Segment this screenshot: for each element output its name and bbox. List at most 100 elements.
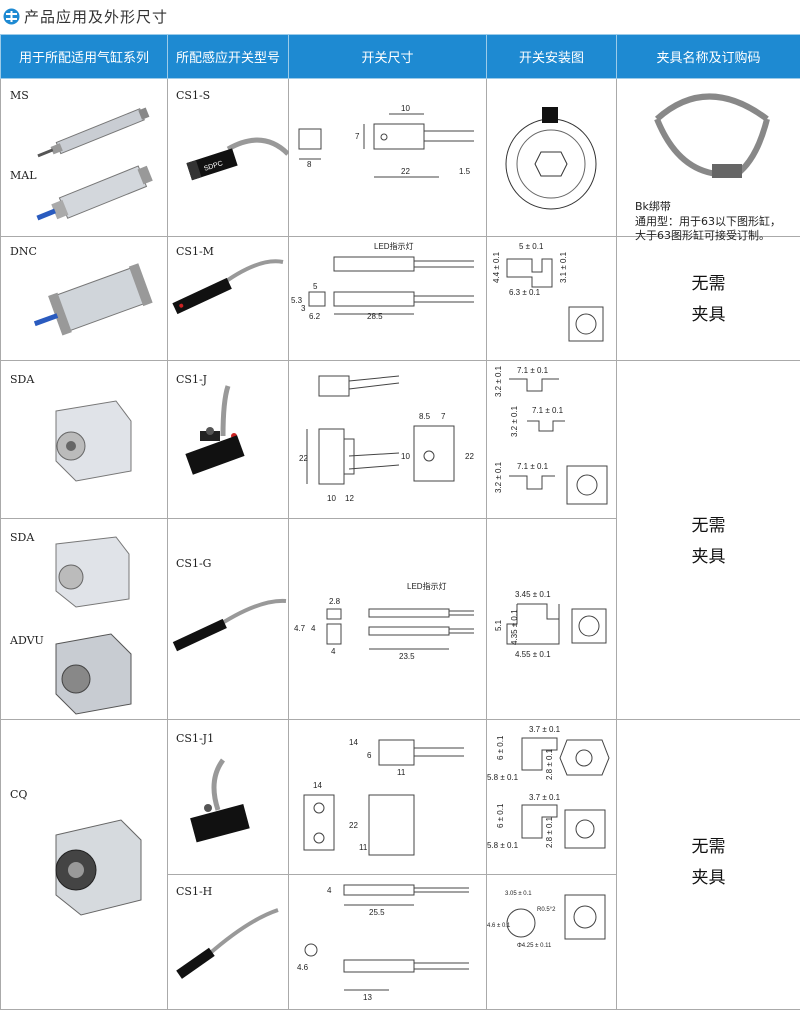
- clamp-cell: 无需夹具: [617, 237, 800, 361]
- switch-image: [168, 361, 289, 519]
- mount-cell: 3.05 ± 0.1 R0.5°2 4.6 ± 0.1 Φ4.25 ± 0.11: [487, 875, 617, 1010]
- dim-label: 8: [307, 160, 312, 169]
- page-header: 产品应用及外形尺寸: [0, 0, 800, 34]
- switch-size-drawing: 4 25.5 4.6 13: [289, 875, 487, 1010]
- dim-label: 6 ± 0.1: [496, 803, 505, 828]
- dim-label: 10: [401, 104, 410, 113]
- dim-label: 7.1 ± 0.1: [517, 462, 549, 471]
- dim-label: 6 ± 0.1: [496, 735, 505, 760]
- col-header-clamp: 夹具名称及订购码: [617, 35, 800, 79]
- mount-drawing: 7.1 ± 0.1 3.2 ± 0.1 7.1 ± 0.1 3.2 ± 0.1 …: [487, 361, 617, 519]
- dim-label: 5: [313, 282, 318, 291]
- clamp-desc-line1: 通用型：用于63以下图形缸，: [635, 214, 781, 229]
- switch-size-drawing: 22 10 12 8.5 7 10 22: [289, 361, 487, 519]
- dim-label: 4: [327, 886, 332, 895]
- dim-label: 3: [301, 304, 306, 313]
- mount-drawing: 3.7 ± 0.1 6 ± 0.1 2.8 ± 0.1 5.8 ± 0.1 3.…: [487, 720, 617, 875]
- switch-size-cell: 22 10 12 8.5 7 10 22: [289, 361, 487, 519]
- switch-image: [168, 875, 289, 1010]
- mount-cell: 5 ± 0.1 4.4 ± 0.1 3.1 ± 0.1 6.3 ± 0.1: [487, 237, 617, 361]
- col-header-switch-model: 所配感应开关型号: [168, 35, 289, 79]
- dim-label: 23.5: [399, 652, 415, 661]
- dim-label: 4.4 ± 0.1: [492, 251, 501, 283]
- cylinder-cell: SDA ADVU: [1, 519, 168, 720]
- mount-cell: 3.45 ± 0.1 5.1 4.35 ± 0.1 4.55 ± 0.1: [487, 519, 617, 720]
- dim-label: 14: [349, 738, 358, 747]
- dim-label: 28.5: [367, 312, 383, 321]
- col-header-cylinder: 用于所配适用气缸系列: [1, 35, 168, 79]
- dim-label: 13: [363, 993, 372, 1002]
- table-header-row: 用于所配适用气缸系列 所配感应开关型号 开关尺寸 开关安装图 夹具名称及订购码: [1, 35, 800, 79]
- switch-size-drawing: LED指示灯 5 5.3 3 6.2 28.5: [289, 237, 487, 361]
- dim-label: 4: [311, 624, 316, 633]
- mount-drawing: 3.05 ± 0.1 R0.5°2 4.6 ± 0.1 Φ4.25 ± 0.11: [487, 875, 617, 1010]
- clamp-image: [617, 79, 800, 199]
- dim-label: 5.8 ± 0.1: [487, 773, 519, 782]
- model-cell: CS1-J: [168, 361, 289, 519]
- dim-label: 2.8: [329, 597, 341, 606]
- cylinder-cell: CQ: [1, 720, 168, 1010]
- switch-image: SDPC: [168, 79, 289, 237]
- model-cell: CS1-G: [168, 519, 289, 720]
- col-header-mount-drawing: 开关安装图: [487, 35, 617, 79]
- dim-label: 8.5: [419, 412, 431, 421]
- led-label: LED指示灯: [407, 581, 447, 591]
- dim-label: 4.55 ± 0.1: [515, 650, 551, 659]
- switch-image: [168, 519, 289, 720]
- dim-label: 22: [465, 452, 474, 461]
- table-row: MS MAL CS1-S SDPC 8: [1, 79, 800, 237]
- mount-drawing: 3.45 ± 0.1 5.1 4.35 ± 0.1 4.55 ± 0.1: [487, 519, 617, 720]
- dim-label: 10: [327, 494, 336, 503]
- dim-label: 3.05 ± 0.1: [505, 891, 532, 897]
- model-cell: CS1-S SDPC: [168, 79, 289, 237]
- switch-size-drawing: 8 10 7 22 1.5: [289, 79, 487, 237]
- switch-size-cell: LED指示灯 2.8 4.7 4 4 23.5: [289, 519, 487, 720]
- no-clamp-text: 无需夹具: [617, 269, 800, 331]
- dim-label: 5.1: [494, 619, 503, 631]
- mount-drawing: [487, 79, 617, 237]
- no-clamp-text: 无需夹具: [617, 511, 800, 573]
- model-cell: CS1-J1: [168, 720, 289, 875]
- dim-label: 6.2: [309, 312, 321, 321]
- dim-label: 14: [313, 781, 322, 790]
- switch-size-cell: 14 6 11 14 22 11: [289, 720, 487, 875]
- cylinder-image: [1, 79, 168, 237]
- dim-label: 4.6: [297, 963, 309, 972]
- dim-label: 4.35 ± 0.1: [510, 609, 519, 645]
- cylinder-cell: SDA: [1, 361, 168, 519]
- cylinder-cell: DNC: [1, 237, 168, 361]
- switch-size-cell: 4 25.5 4.6 13: [289, 875, 487, 1010]
- dim-label: 10: [401, 452, 410, 461]
- switch-size-cell: LED指示灯 5 5.3 3 6.2 28.5: [289, 237, 487, 361]
- dim-label: 11: [397, 768, 406, 777]
- cylinder-image: [1, 361, 168, 519]
- table-row: CQ CS1-J1 14 6 11: [1, 720, 800, 875]
- switch-size-cell: 8 10 7 22 1.5: [289, 79, 487, 237]
- dim-label: 22: [349, 821, 358, 830]
- dim-label: 4.6 ± 0.1: [487, 923, 511, 929]
- switch-image: [168, 720, 289, 875]
- brand-logo-icon: [3, 8, 20, 25]
- dim-label: 22: [401, 167, 410, 176]
- mount-cell: [487, 79, 617, 237]
- switch-size-drawing: LED指示灯 2.8 4.7 4 4 23.5: [289, 519, 487, 720]
- dim-label: 7: [441, 412, 446, 421]
- dim-label: 3.2 ± 0.1: [510, 405, 519, 437]
- mount-cell: 3.7 ± 0.1 6 ± 0.1 2.8 ± 0.1 5.8 ± 0.1 3.…: [487, 720, 617, 875]
- col-header-switch-size: 开关尺寸: [289, 35, 487, 79]
- clamp-cell: Bk绑带 通用型：用于63以下图形缸， 大于63图形缸可接受订制。: [617, 79, 800, 237]
- dim-label: 5.8 ± 0.1: [487, 841, 519, 850]
- dim-label: 5 ± 0.1: [519, 242, 544, 251]
- dim-label: 12: [345, 494, 354, 503]
- dim-label: 11: [359, 843, 368, 852]
- clamp-name: Bk绑带: [635, 199, 671, 214]
- mount-cell: 7.1 ± 0.1 3.2 ± 0.1 7.1 ± 0.1 3.2 ± 0.1 …: [487, 361, 617, 519]
- dim-label: 6: [367, 751, 372, 760]
- dim-label: 7.1 ± 0.1: [532, 406, 564, 415]
- cylinder-cell: MS MAL: [1, 79, 168, 237]
- switch-size-drawing: 14 6 11 14 22 11: [289, 720, 487, 875]
- dim-label: 3.7 ± 0.1: [529, 793, 561, 802]
- table-row: DNC CS1-M LED指示灯 5 5.3: [1, 237, 800, 361]
- cylinder-image: [1, 519, 168, 720]
- dim-label: 22: [299, 454, 308, 463]
